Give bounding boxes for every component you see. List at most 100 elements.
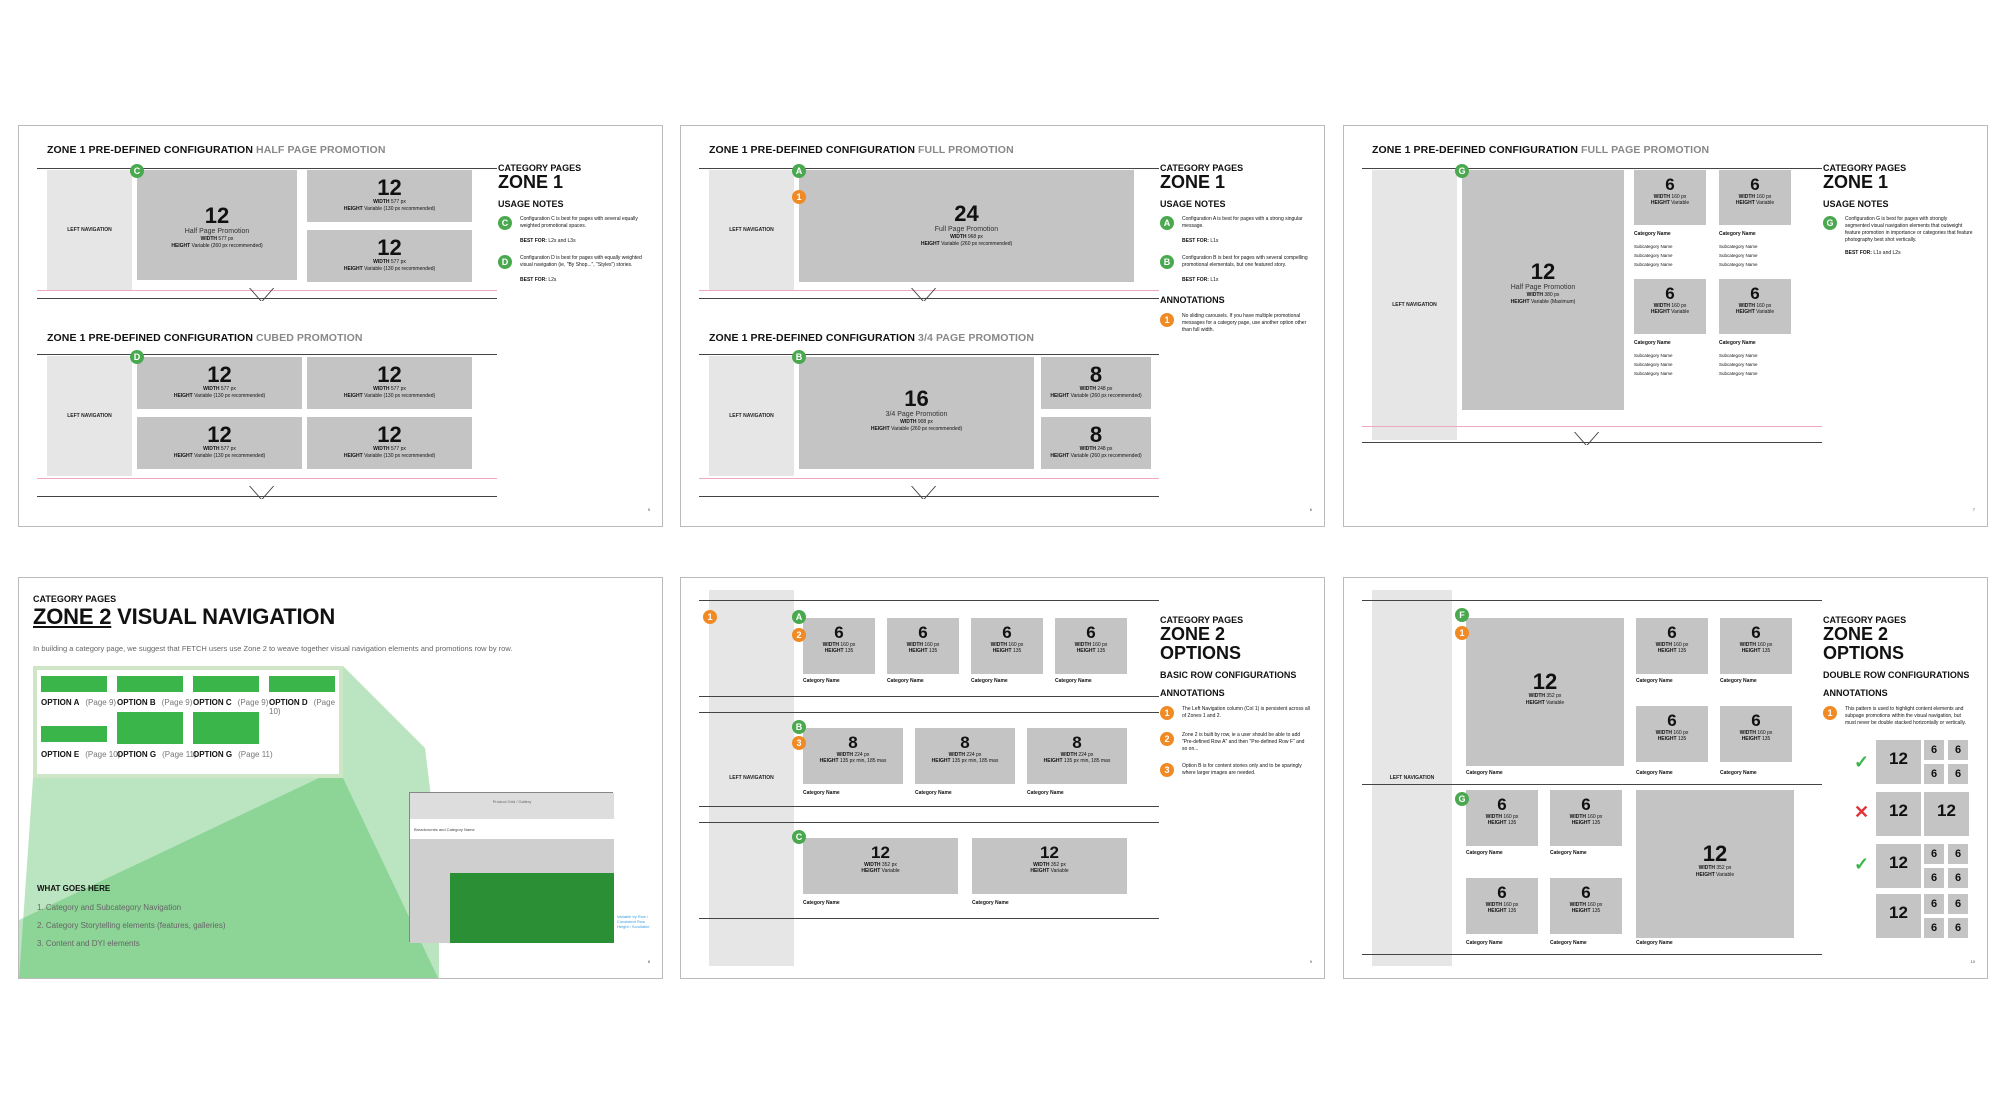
- page-number: 8: [647, 959, 650, 964]
- badge-a: A: [792, 610, 806, 624]
- page-number: 7: [1972, 507, 1975, 512]
- section-heading: WHAT GOES HERE: [37, 884, 111, 893]
- three-quarter-promo-box: 16 3/4 Page Promotion WIDTH 908 px HEIGH…: [799, 357, 1034, 469]
- page-number: 5: [647, 507, 650, 512]
- example-tile: 12: [1876, 740, 1921, 784]
- category-name: Category Name: [1719, 340, 1756, 346]
- slide-full-threequarter-promotion: ZONE 1 PRE-DEFINED CONFIGURATION FULL PR…: [680, 125, 1325, 527]
- section-heading: ANNOTATIONS: [1160, 295, 1225, 306]
- row-line: [699, 806, 1159, 807]
- list-item: 1. Category and Subcategory Navigation: [37, 903, 182, 912]
- badge-a: A: [792, 164, 806, 178]
- category-name: Category Name: [972, 900, 1009, 906]
- grid-top-line: [1362, 168, 1822, 169]
- category-name: Category Name: [803, 790, 840, 796]
- left-navigation: LEFT NAVIGATION: [709, 170, 794, 290]
- zone-heading: ZONE 1: [1823, 172, 1889, 192]
- best-for: BEST FOR: L1s: [1182, 277, 1219, 284]
- break-marker: ⟍⟋: [911, 483, 937, 503]
- example-tile: 6: [1924, 894, 1944, 914]
- example-tile: 6: [1924, 868, 1944, 888]
- category-name: Category Name: [1027, 790, 1064, 796]
- section-heading: ANNOTATIONS: [1823, 688, 1888, 699]
- category-name: Category Name: [1466, 940, 1503, 946]
- category-name: Category Name: [1550, 850, 1587, 856]
- left-navigation: LEFT NAVIGATION: [1372, 170, 1457, 440]
- slide-title: ZONE 1 PRE-DEFINED CONFIGURATION FULL PA…: [1372, 144, 1710, 156]
- grid-top-line: [37, 354, 497, 355]
- grid-top-line: [699, 354, 1159, 355]
- category-name: Category Name: [1055, 678, 1092, 684]
- badge-g: G: [1455, 164, 1469, 178]
- badge-1: 1: [1160, 705, 1174, 720]
- check-icon: ✓: [1854, 752, 1870, 772]
- best-for: BEST FOR: L2s: [520, 277, 557, 284]
- grid-top-line: [699, 168, 1159, 169]
- grid-guide: [37, 290, 497, 291]
- subheading: BASIC ROW CONFIGURATIONS: [1160, 669, 1297, 680]
- example-tile: 12: [1924, 792, 1969, 836]
- category-name: Category Name: [1636, 770, 1673, 776]
- zone-heading: ZONE 2 OPTIONS: [1823, 624, 1905, 663]
- badge-d: D: [498, 255, 512, 270]
- annotations-panel: CATEGORY PAGES ZONE 2 OPTIONS BASIC ROW …: [1160, 616, 1310, 789]
- annotations-panel: CATEGORY PAGES ZONE 2 OPTIONS DOUBLE ROW…: [1823, 616, 1973, 737]
- example-tile: 6: [1948, 894, 1968, 914]
- category-name: Category Name: [1636, 678, 1673, 684]
- grid-bottom-line: [37, 496, 497, 497]
- side-promo-box: 12 WIDTH 577 px HEIGHT Variable (130 px …: [307, 230, 472, 282]
- example-tile: 12: [1876, 894, 1921, 938]
- zone-heading: ZONE 2 OPTIONS: [1160, 624, 1242, 663]
- grid-bottom-line: [699, 298, 1159, 299]
- category-name: Category Name: [1720, 678, 1757, 684]
- page-number: 9: [1309, 959, 1312, 964]
- option-c-preview: [193, 676, 259, 692]
- badge-2: 2: [792, 628, 806, 642]
- row-line: [1362, 600, 1822, 601]
- cube-promo-box: 12 WIDTH 577 px HEIGHT Variable (130 px …: [137, 417, 302, 469]
- badge-c: C: [130, 164, 144, 178]
- row-line: [699, 600, 1159, 601]
- slide-full-page-promotion: ZONE 1 PRE-DEFINED CONFIGURATION FULL PA…: [1343, 125, 1988, 527]
- best-for: BEST FOR: L1s: [1182, 238, 1219, 245]
- mini-header: Product Grid / Gallery: [410, 793, 614, 819]
- row-line: [699, 918, 1159, 919]
- slide-title: ZONE 1 PRE-DEFINED CONFIGURATION CUBED P…: [47, 332, 363, 344]
- section-heading: USAGE NOTES: [1823, 198, 1889, 209]
- page-title: ZONE 2 VISUAL NAVIGATION: [33, 604, 336, 629]
- option-b-preview: [117, 676, 183, 692]
- example-tile: 12: [1876, 844, 1921, 888]
- page-number: 10: [1970, 959, 1975, 964]
- break-marker: ⟍⟋: [911, 285, 937, 305]
- side-promo-box: 12 WIDTH 577 px HEIGHT Variable (130 px …: [307, 170, 472, 222]
- break-marker: ⟍⟋: [249, 483, 275, 503]
- break-marker: ⟍⟋: [249, 285, 275, 305]
- grid-guide: [1362, 426, 1822, 427]
- example-tile: 6: [1948, 918, 1968, 938]
- example-tile: 6: [1948, 764, 1968, 784]
- option-e-preview: [41, 726, 107, 742]
- example-tile: 6: [1924, 764, 1944, 784]
